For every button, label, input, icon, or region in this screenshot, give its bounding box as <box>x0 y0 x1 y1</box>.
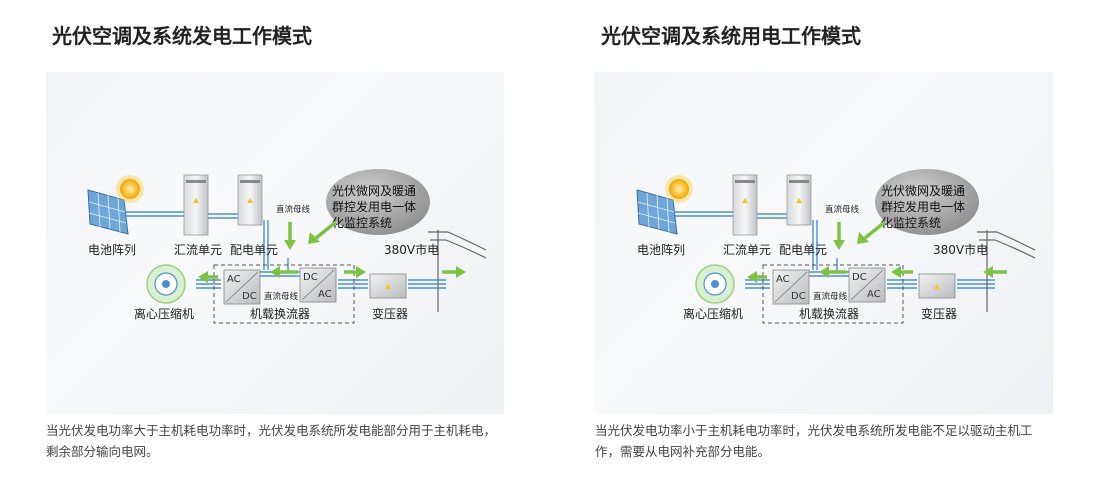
label-dc-bus-top: 直流母线 <box>825 204 860 215</box>
diagram-generation-mode: 光伏微网及暖通 群控发用电一体 化监控系统 AC <box>46 72 504 414</box>
label-transformer: 变压器 <box>372 306 408 321</box>
cloud-line-3: 化监控系统 <box>881 216 941 230</box>
cloud-line-2: 群控发用电一体 <box>332 199 416 214</box>
label-combiner-unit: 汇流单元 <box>723 243 771 257</box>
label-grid-380v: 380V市电 <box>933 242 988 257</box>
wires <box>675 211 995 289</box>
solar-panel-icon <box>636 189 678 235</box>
monitoring-cloud: 光伏微网及暖通 群控发用电一体 化监控系统 <box>875 169 979 235</box>
label-battery-array: 电池阵列 <box>88 243 136 257</box>
label-compressor: 离心压缩机 <box>683 306 743 321</box>
power-pole-icon <box>428 230 487 312</box>
ac-dc-module-icon: AC DC <box>223 269 261 305</box>
label-dc-bus-mid: 直流母线 <box>264 291 299 302</box>
solar-panel-icon <box>87 189 129 235</box>
panel-title: 光伏空调及系统发电工作模式 <box>52 24 312 48</box>
cloud-line-2: 群控发用电一体 <box>881 199 965 214</box>
ac-dc-module-icon: AC DC <box>772 269 810 305</box>
module-label-ac-2: AC <box>318 289 332 300</box>
converter-frame <box>762 264 904 324</box>
power-flow-arrows <box>198 220 466 283</box>
label-transformer: 变压器 <box>921 306 957 321</box>
compressor-icon <box>695 264 735 304</box>
combiner-cabinet-icon <box>183 174 209 236</box>
label-dc-bus-top: 直流母线 <box>276 204 311 215</box>
distribution-cabinet-icon <box>786 174 812 226</box>
cloud-line-3: 化监控系统 <box>332 216 392 230</box>
label-distribution-unit: 配电单元 <box>779 243 827 257</box>
distribution-cabinet-icon <box>237 174 263 226</box>
diagram-svg: 光伏微网及暖通 群控发用电一体 化监控系统 AC DC <box>636 169 1036 324</box>
label-distribution-unit: 配电单元 <box>230 243 278 257</box>
sun-icon <box>665 175 693 203</box>
module-label-ac-1: AC <box>227 274 241 285</box>
panel-caption: 当光伏发电功率小于主机耗电功率时，光伏发电系统所发电能不足以驱动主机工作，需要从… <box>595 423 1033 459</box>
converter-frame <box>213 264 355 324</box>
diagram-svg: 光伏微网及暖通 群控发用电一体 化监控系统 AC <box>87 169 487 324</box>
panel-title: 光伏空调及系统用电工作模式 <box>601 24 861 48</box>
cloud-line-1: 光伏微网及暖通 <box>881 184 965 198</box>
label-converter: 机载换流器 <box>799 307 859 321</box>
power-flow-arrows <box>747 220 1007 283</box>
compressor-icon <box>146 264 186 304</box>
panel-caption: 当光伏发电功率大于主机耗电功率时，光伏发电系统所发电能部分用于主机耗电，剩余部分… <box>46 423 497 459</box>
cloud-line-1: 光伏微网及暖通 <box>332 184 416 198</box>
label-combiner-unit: 汇流单元 <box>174 243 222 257</box>
module-label-dc-2: DC <box>852 272 867 283</box>
label-grid-380v: 380V市电 <box>384 242 439 257</box>
module-label-dc-2: DC <box>303 272 318 283</box>
diagram-consumption-mode: 光伏微网及暖通 群控发用电一体 化监控系统 AC DC <box>595 72 1053 414</box>
label-converter: 机载换流器 <box>250 307 310 321</box>
module-label-ac-2: AC <box>867 289 881 300</box>
module-label-dc-1: DC <box>242 291 257 302</box>
label-compressor: 离心压缩机 <box>134 306 194 321</box>
transformer-icon <box>918 273 956 299</box>
label-dc-bus-mid: 直流母线 <box>813 291 848 302</box>
transformer-icon <box>369 273 407 299</box>
dc-ac-module-icon: DC AC <box>848 267 886 303</box>
label-battery-array: 电池阵列 <box>637 243 685 257</box>
sun-icon <box>116 175 144 203</box>
module-label-ac-1: AC <box>776 274 790 285</box>
module-label-dc-1: DC <box>791 291 806 302</box>
combiner-cabinet-icon <box>732 174 758 236</box>
dc-ac-module-icon: DC AC <box>299 267 337 303</box>
monitoring-cloud: 光伏微网及暖通 群控发用电一体 化监控系统 <box>326 169 430 235</box>
